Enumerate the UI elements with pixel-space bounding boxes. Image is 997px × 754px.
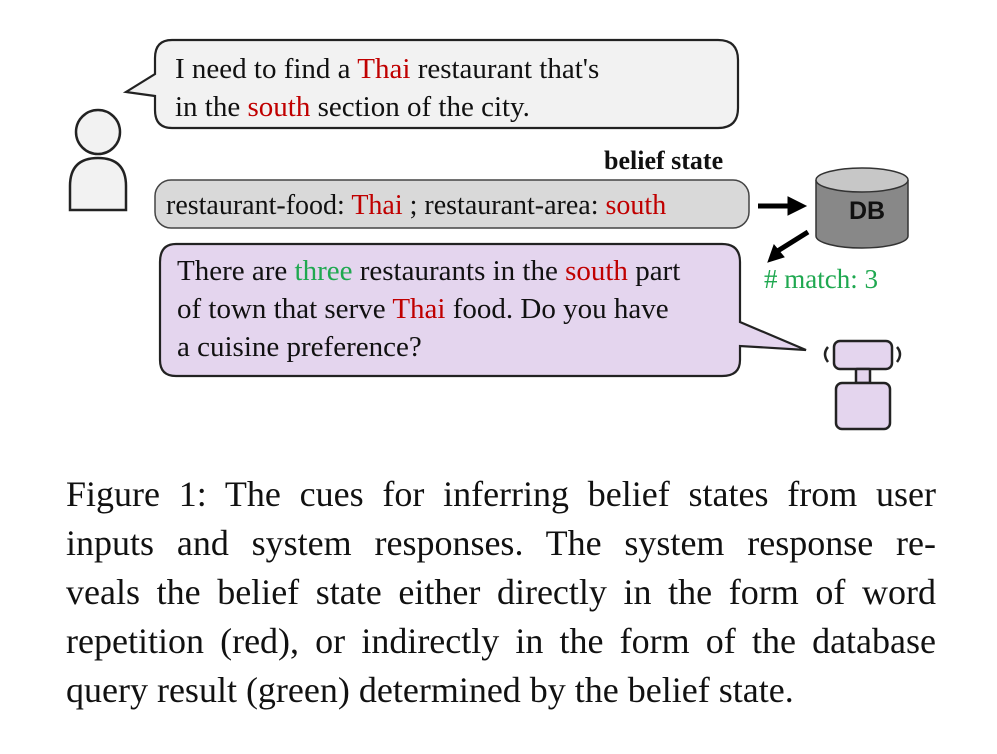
belief-state-text: restaurant-food: Thai ; restaurant-area:…: [166, 190, 666, 222]
text-segment: in the: [175, 91, 248, 123]
text-segment: restaurants in the: [352, 255, 566, 287]
system-response: There are three restaurants in the south…: [177, 252, 680, 366]
text-segment: There are: [177, 255, 295, 287]
text-segment: restaurant that's: [410, 53, 600, 85]
caption-line: veals the belief state either directly i…: [66, 572, 936, 612]
diagram-graphics: [68, 38, 909, 431]
belief-state-box: [154, 179, 750, 229]
caption-line: Figure 1: The cues for inferring belief …: [66, 474, 936, 514]
belief-state-title: belief state: [604, 146, 724, 175]
slot-value: south: [605, 190, 667, 221]
caption-line: query result (green) determined by the b…: [66, 670, 794, 710]
text-segment: food. Do you have: [445, 293, 669, 325]
figure-caption: Figure 1: The cues for inferring belief …: [66, 470, 936, 715]
slot-value: Thai: [351, 190, 403, 221]
db-match-count: # match: 3: [764, 264, 878, 294]
system-response-line: of town that serve Thai food. Do you hav…: [177, 290, 680, 328]
system-speech-bubble: [158, 242, 807, 378]
arrow-from-db: [767, 229, 810, 263]
slot-name: restaurant-food:: [166, 190, 352, 221]
caption-line: repetition (red), or indirectly in the f…: [66, 621, 936, 661]
text-segment: of town that serve: [177, 293, 393, 325]
user-icon: [68, 108, 128, 212]
user-utterance-line: in the south section of the city.: [175, 88, 599, 126]
arrow-to-db: [758, 196, 808, 216]
system-response-line: There are three restaurants in the south…: [177, 252, 680, 290]
slot-separator: ;: [402, 190, 425, 221]
highlight-red: south: [247, 91, 311, 123]
text-segment: section of the city.: [310, 91, 530, 123]
highlight-red: south: [565, 255, 628, 287]
robot-icon: [823, 339, 902, 431]
text-segment: part: [627, 255, 681, 287]
system-response-line: a cuisine preference?: [177, 331, 422, 363]
highlight-green: three: [294, 255, 353, 287]
db-label: DB: [848, 197, 886, 225]
caption-line: inputs and system responses. The system …: [66, 523, 936, 563]
database-icon: [815, 167, 909, 249]
highlight-red: Thai: [357, 53, 411, 85]
user-utterance: I need to find a Thai restaurant that's …: [175, 50, 599, 126]
highlight-red: Thai: [392, 293, 446, 325]
user-utterance-line: I need to find a Thai restaurant that's: [175, 50, 599, 88]
user-speech-bubble: [122, 38, 740, 130]
text-segment: I need to find a: [175, 53, 358, 85]
slot-name: restaurant-area:: [424, 190, 606, 221]
